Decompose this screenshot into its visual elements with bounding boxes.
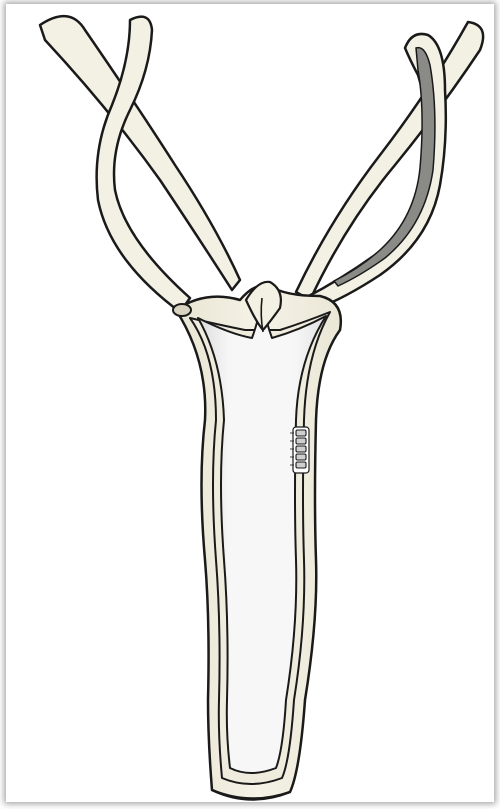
tentacle-base-cut <box>173 304 191 316</box>
body-column <box>176 285 341 798</box>
cnidocyte-cluster-icon <box>290 427 309 473</box>
